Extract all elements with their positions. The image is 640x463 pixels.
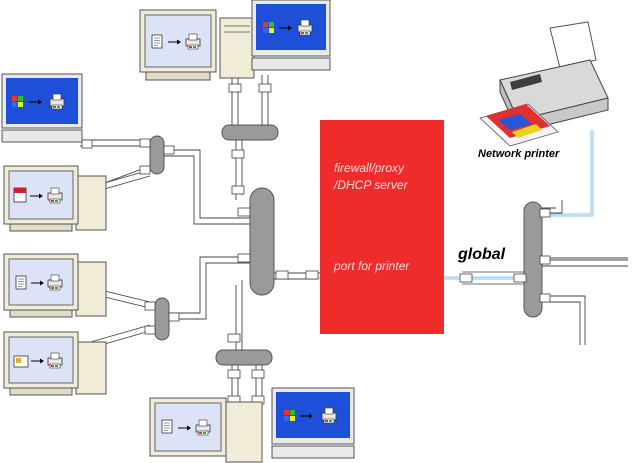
computer-top-blue[interactable] <box>251 0 331 71</box>
computer-left-2[interactable] <box>3 165 107 232</box>
image-document-icon <box>13 355 29 368</box>
computer-bottom-blue[interactable] <box>271 387 355 459</box>
network-printer-label: Network printer <box>478 148 560 160</box>
firewall-label-line1: firewall/proxy <box>334 161 405 175</box>
computer-left-3[interactable] <box>3 253 107 318</box>
computer-top-beige[interactable] <box>139 9 255 81</box>
document-icon <box>161 419 173 434</box>
network-printer[interactable] <box>479 21 609 147</box>
computer-bottom-beige[interactable] <box>149 397 263 463</box>
hub-left-lower <box>154 297 170 341</box>
document-icon <box>15 275 27 290</box>
computer-left-4[interactable] <box>3 331 107 396</box>
hub-bottom <box>215 349 273 366</box>
firewall-label-line2: /DHCP server <box>334 178 408 192</box>
global-network-label: global <box>458 246 506 263</box>
hub-right <box>523 201 543 318</box>
computer-left-1[interactable] <box>1 73 83 143</box>
hub-top <box>221 124 279 141</box>
firewall-server <box>320 120 444 334</box>
document-icon <box>151 34 163 49</box>
hub-central <box>249 187 275 296</box>
pdf-document-icon <box>13 187 27 203</box>
cable-connectors <box>81 83 551 405</box>
hub-left-upper <box>149 135 165 175</box>
printer-port-label: port for printer <box>334 259 410 273</box>
